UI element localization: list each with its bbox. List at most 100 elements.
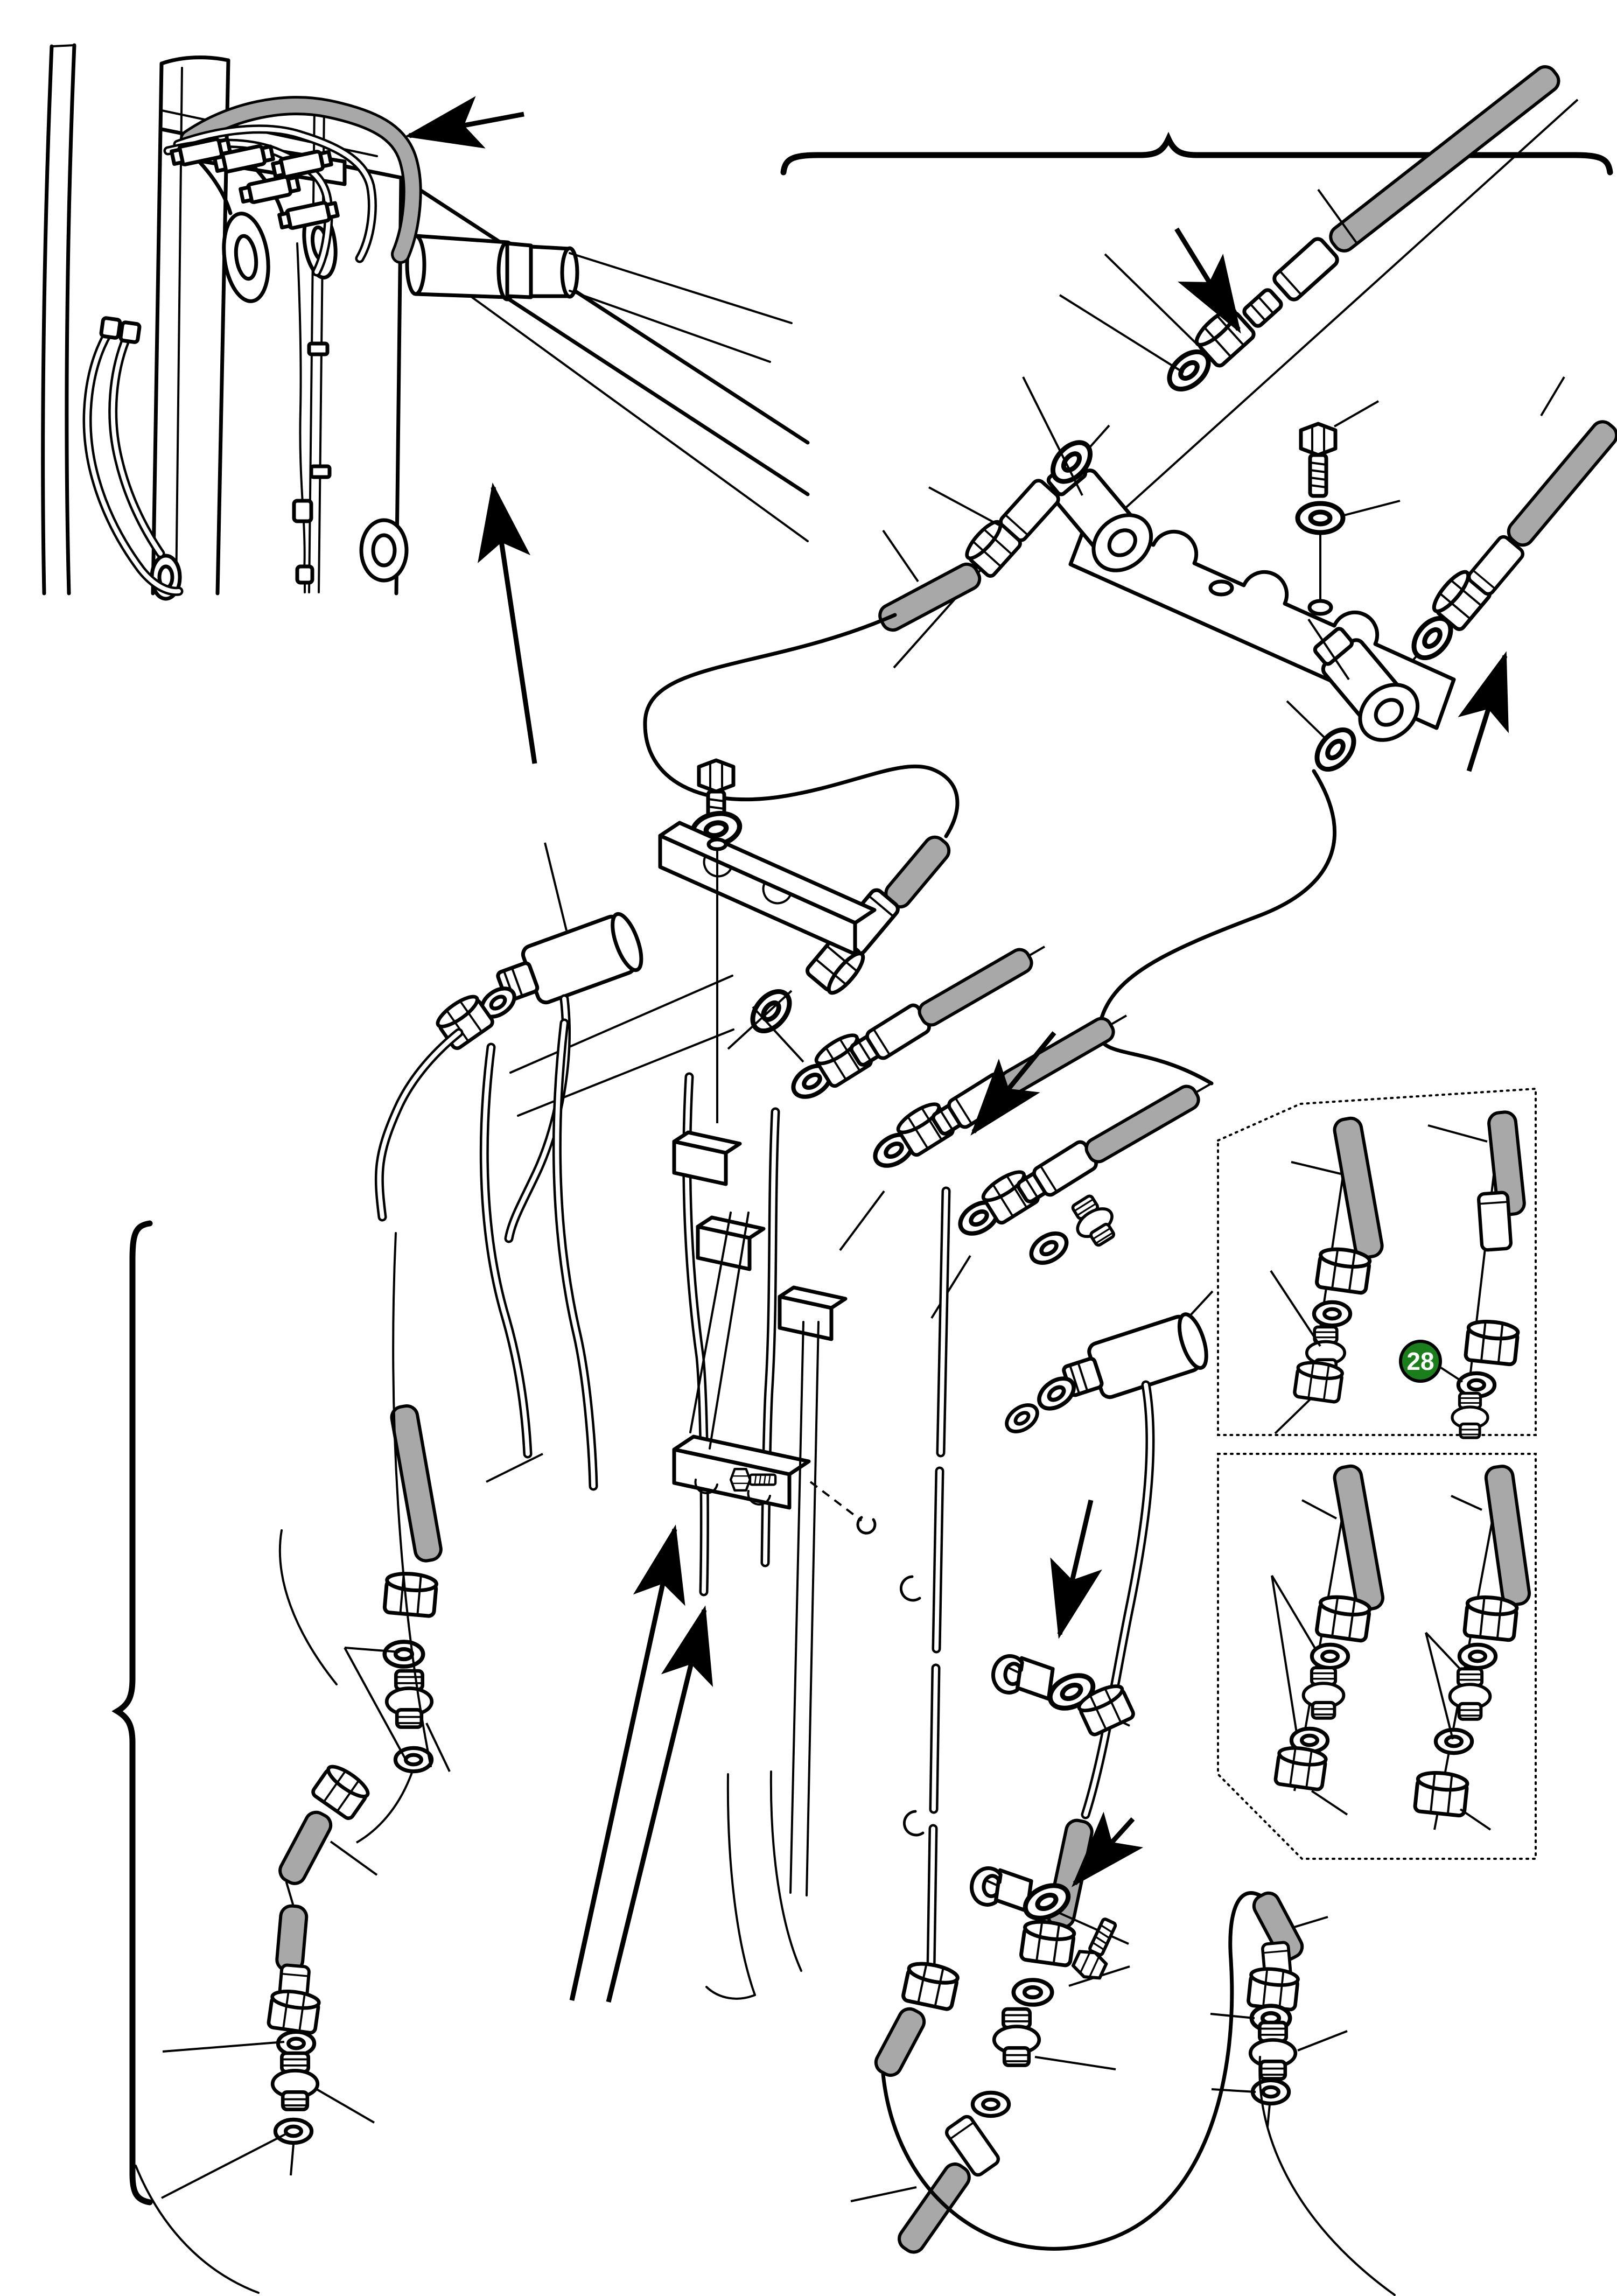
hose-curve: [1097, 769, 1336, 1086]
washer: [1026, 1228, 1072, 1269]
hose-end: [1484, 1465, 1531, 1607]
coupling-assembly: [955, 1084, 1200, 1240]
part-number-badge: 28: [1399, 1340, 1442, 1383]
coupling-sleeve: [1272, 236, 1340, 302]
machine-line: [51, 44, 75, 47]
hose-end: [1329, 65, 1560, 253]
snap-ring: [1436, 1730, 1472, 1753]
hose-end: [390, 1404, 443, 1563]
frame-outline: [135, 1212, 1396, 2296]
hose-nut: [902, 1960, 960, 2010]
frame-line: [509, 975, 733, 1074]
arrow-pipes-long-2: [606, 1605, 713, 2003]
hose-nut: [1316, 1594, 1371, 1641]
arrow-clamp-lower: [1071, 1811, 1144, 1887]
tee-fitting: [1062, 1312, 1208, 1399]
inset-panel-2: [1217, 1453, 1537, 1860]
dangling-hoses: [82, 316, 184, 596]
snap-ring: [1312, 1644, 1348, 1668]
boss-holes: [150, 207, 409, 601]
frame-line: [462, 290, 809, 542]
hose-nut: [1020, 1919, 1075, 1966]
clip-mark: [899, 1575, 921, 1602]
hose-end: [1252, 1891, 1304, 1962]
snap-ring: [275, 2119, 311, 2143]
hose-end: [1333, 1116, 1384, 1259]
group-brace-left: [111, 1220, 153, 2206]
hose-end: [1487, 1110, 1526, 1216]
clamp-block: [672, 1130, 848, 1341]
union-nipple: [1065, 1191, 1122, 1251]
group-brace-top: [780, 131, 1613, 176]
arrow-manifold-out: [1458, 651, 1509, 772]
long-pipe-run: [874, 1186, 1262, 2251]
cap-nut: [1275, 1746, 1327, 1790]
bolt: [1071, 1915, 1123, 1983]
coupling-sleeve: [1478, 1192, 1511, 1250]
inset-panel-1: 28: [1217, 1087, 1537, 1438]
union-nipple: [1452, 1394, 1488, 1438]
bolt: [1301, 424, 1335, 496]
machine-line: [65, 43, 76, 596]
couplings-row: [752, 946, 1213, 1319]
hydraulic-cylinder: [405, 234, 793, 363]
elbow-union: [1313, 627, 1420, 742]
snap-ring: [1459, 1644, 1495, 1668]
coupling-assembly: [788, 948, 1033, 1103]
frame-line: [399, 176, 810, 445]
machine-line: [41, 44, 54, 596]
drop-pipe: [292, 242, 332, 593]
hose-end: [275, 1904, 309, 1972]
axis-line: [1122, 99, 1579, 512]
hose-end: [278, 1810, 333, 1885]
union-nipple: [1250, 2022, 1296, 2079]
clip-mark: [902, 1810, 925, 1837]
snap-ring: [1252, 2080, 1289, 2103]
hose-end: [874, 2007, 926, 2077]
pipe-run: [479, 1018, 780, 1597]
hose-clamp-upper: [991, 1654, 1135, 1737]
hose-nut: [384, 1572, 437, 1616]
hose-nut: [268, 1989, 320, 2034]
snap-ring: [1013, 1980, 1052, 2005]
bottom-right-stack: [1210, 1891, 1348, 2127]
hose-curve: [881, 1891, 1262, 2251]
washer: [1002, 1399, 1042, 1437]
frame-line: [517, 1028, 734, 1117]
manifold-assembly: [643, 65, 1617, 1086]
snap-ring: [1314, 1302, 1350, 1325]
arrow-coupling-row: [970, 1031, 1056, 1136]
hose-nut: [1248, 1967, 1299, 2010]
badge-label: 28: [1406, 1347, 1434, 1375]
clamp-bar: [658, 821, 877, 956]
washer: [1298, 503, 1343, 533]
hose-end: [898, 2162, 971, 2254]
cap-nut: [1415, 1770, 1468, 1816]
hose-nut: [1465, 1319, 1518, 1364]
arrow-machine-head: [404, 96, 524, 149]
union-nipple: [387, 1671, 432, 1727]
arrow-pipes-long-1: [569, 1524, 685, 2001]
head-fittings: [170, 137, 340, 230]
hose-end: [1333, 1464, 1384, 1612]
clip-mark: [856, 1516, 877, 1535]
machine-overview: [41, 43, 810, 601]
hose-end: [1507, 420, 1617, 547]
tee-fitting-2-group: [850, 1290, 1214, 2254]
arrow-machine-base: [478, 482, 537, 764]
arrow-clamp-upper: [1050, 1499, 1102, 1639]
panel-border: [1217, 1087, 1537, 1436]
hose-nut: [1464, 1595, 1517, 1640]
annotation-arrows: [404, 96, 1509, 2003]
panel-border: [1217, 1453, 1537, 1860]
union-nipple: [994, 2009, 1039, 2066]
hose-clamp-lower: [969, 1866, 1129, 1983]
arrow-manifold-in: [1174, 227, 1241, 334]
ferrule: [1242, 288, 1283, 328]
screw-axis: [809, 1481, 863, 1522]
cap-nut: [1294, 1360, 1343, 1402]
boom-edge: [159, 55, 230, 66]
hose-end: [878, 562, 982, 632]
